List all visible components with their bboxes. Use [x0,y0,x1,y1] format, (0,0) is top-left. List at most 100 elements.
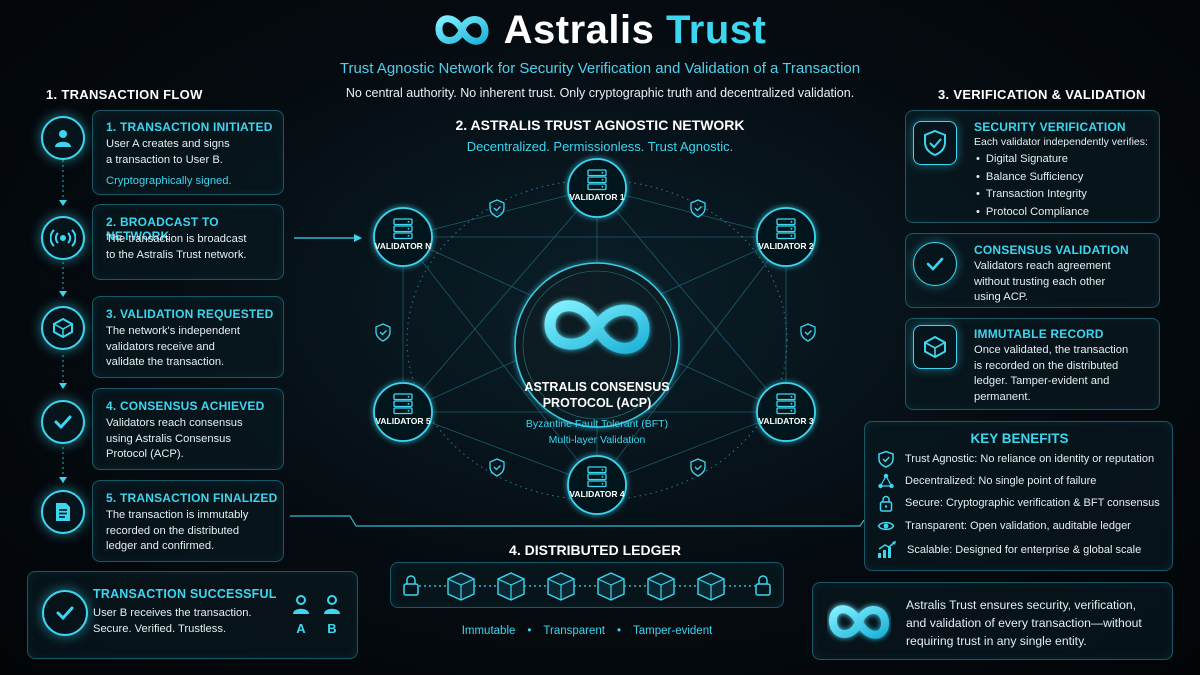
validator-circle [756,382,816,442]
validator-label: VALIDATOR 3 [758,416,814,426]
document-icon [41,490,85,534]
step-text-line: User A creates and signs [106,138,230,150]
validator-label: VALIDATOR 5 [375,416,431,426]
page-subtitle: Trust Agnostic Network for Security Veri… [339,60,861,77]
core-title-line2: PROTOCOL (ACP) [543,396,652,410]
shield-check-icon [878,450,894,468]
lock-right-icon [755,575,771,596]
footer-note-line: Astralis Trust ensures security, verific… [906,598,1137,612]
consensus-check-icon [913,242,957,286]
brand-name-part2: Trust [666,7,767,52]
benefit-item: Trust Agnostic: No reliance on identity … [877,450,1154,468]
server-icon [776,393,796,415]
validator-label: VALIDATOR 2 [758,241,814,251]
immutable-title: IMMUTABLE RECORD [974,327,1104,341]
footer-note-card: Astralis Trust ensures security, verific… [812,582,1173,660]
record-cube-icon [913,325,957,369]
validator-circle [567,455,627,515]
user-b-icon [324,595,340,614]
immutable-text-line: Once validated, the transaction [974,344,1129,356]
network-subheading: Decentralized. Permissionless. Trust Agn… [466,139,734,154]
lock-icon [879,495,893,512]
ring-shield-icons [375,199,816,477]
validator-2-node: VALIDATOR 2 [756,207,816,267]
core-line1: Byzantine Fault Tolerant (BFT) [526,418,668,430]
verification-heading: 3. VERIFICATION & VALIDATION [938,87,1146,102]
validator-label: VALIDATOR N [375,241,432,251]
flow-step-5: 5. TRANSACTION FINALIZED The transaction… [92,480,284,562]
cube-icon [41,306,85,350]
user-icon [41,116,85,160]
server-icon [587,169,607,191]
step-title: 1. TRANSACTION INITIATED [106,120,273,134]
consensus-validation-card: CONSENSUS VALIDATION Validators reach ag… [905,233,1160,308]
validator-label: VALIDATOR 1 [569,192,625,202]
benefit-text: Transparent: Open validation, auditable … [905,520,1131,532]
immutable-record-card: IMMUTABLE RECORD Once validated, the tra… [905,318,1160,410]
success-check-icon [42,590,88,636]
lock-left-icon [403,575,419,596]
success-text-line: Secure. Verified. Trustless. [93,622,227,635]
step-text-line: The network's independent [106,325,240,337]
benefit-text: Scalable: Designed for enterprise & glob… [907,544,1142,556]
flow-step-3: 3. VALIDATION REQUESTED The network's in… [92,296,284,378]
brand-header: Astralis Trust [0,6,1200,54]
shield-check-icon [913,121,957,165]
server-icon [393,393,413,415]
step-text-line: ledger and confirmed. [106,540,215,552]
validator-circle [567,158,627,218]
validator-1-node: VALIDATOR 1 [567,158,627,218]
step-text-line: validators receive and [106,340,215,353]
benefit-text: Decentralized: No single point of failur… [905,475,1097,487]
security-verification-card: SECURITY VERIFICATION Each validator ind… [905,110,1160,223]
step-text-line: Protocol (ACP). [106,448,184,460]
success-text-line: User B receives the transaction. [93,607,252,619]
validator-4-node: VALIDATOR 4 [567,455,627,515]
flow-step-2: 2. BROADCAST TO NETWORK The transaction … [92,204,284,280]
ledger-feature-immutable: Immutable [461,625,516,637]
validator-circle [756,207,816,267]
consensus-text-line: using ACP. [974,291,1028,303]
security-item: Transaction Integrity [976,186,1089,204]
brand-name-part1: Astralis [503,7,655,52]
step-text-line: The transaction is immutably [106,509,249,521]
ledger-features: Immutable • Transparent • Tamper-evident [390,625,784,637]
step-text-line: validate the transaction. [106,356,225,368]
validator-circle [373,207,433,267]
step-title: 4. CONSENSUS ACHIEVED [106,399,265,413]
benefits-heading: KEY BENEFITS [970,431,1069,446]
transaction-success-card: TRANSACTION SUCCESSFUL User B receives t… [27,571,358,659]
benefit-item: Transparent: Open validation, auditable … [877,517,1131,535]
ledger-feature-separator: • [527,625,532,637]
consensus-text-line: Validators reach agreement [974,260,1111,272]
growth-chart-icon [878,541,896,558]
step-title: 5. TRANSACTION FINALIZED [106,491,278,505]
ledger-block-icon [597,572,625,601]
security-item: Digital Signature [976,151,1089,169]
ledger-chain [390,562,784,608]
core-line2: Multi-layer Validation [549,434,646,446]
consensus-text-line: without trusting each other [974,275,1106,288]
user-a-label: A [296,621,306,636]
user-b-label: B [327,621,337,636]
step-title: 2. BROADCAST TO NETWORK [106,215,219,243]
ledger-block-icon [497,572,525,601]
benefit-item: Scalable: Designed for enterprise & glob… [877,541,1141,559]
core-title-line1: ASTRALIS CONSENSUS [524,380,669,394]
ledger-blocks [403,572,771,601]
immutable-text-line: permanent. [974,390,1031,403]
network-icon [878,473,894,489]
step-note: Cryptographically signed. [106,175,232,187]
benefit-text: Secure: Cryptographic verification & BFT… [905,497,1160,509]
step-text-line: Validators reach consensus [106,417,243,429]
ledger-heading: 4. DISTRIBUTED LEDGER [509,542,681,558]
validator-n-node: VALIDATOR N [373,207,433,267]
ledger-block-icon [447,572,475,601]
step-text-line: The transaction is broadcast [106,233,247,245]
astralis-logo-icon [829,605,889,639]
benefit-item: Decentralized: No single point of failur… [877,472,1096,490]
astralis-logo-icon [435,15,489,45]
success-title: TRANSACTION SUCCESSFUL [93,587,277,601]
